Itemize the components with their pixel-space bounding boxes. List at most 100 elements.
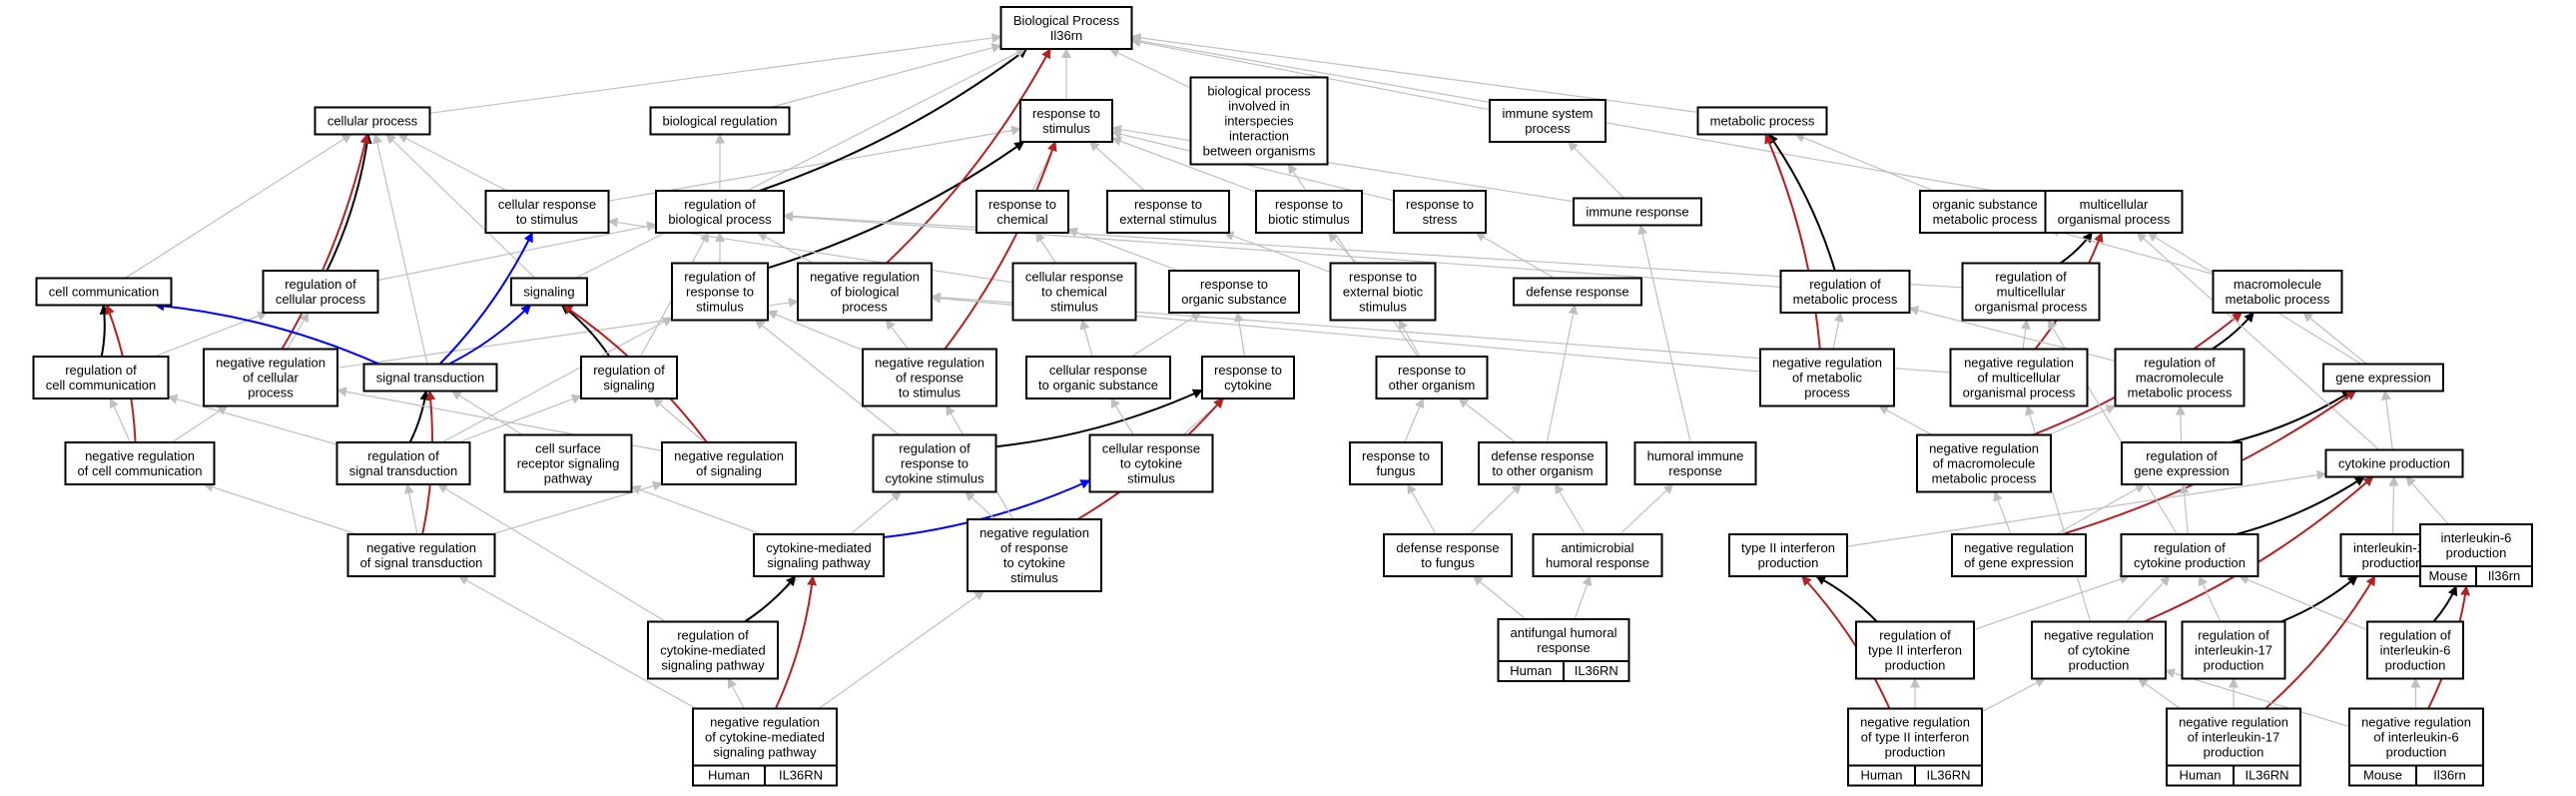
term-label-line: regulation of: [2154, 540, 2226, 555]
term-box: [797, 262, 933, 322]
annotation-gene-cell: [764, 764, 838, 787]
edge-is-a-cmsp-to-csrsp: [630, 484, 762, 535]
term-label-line: signal transduction: [349, 463, 457, 478]
term-box: [2212, 270, 2343, 314]
edge-negatively-regulates-nrrs-to-rts: [944, 141, 1057, 351]
term-node-st[interactable]: signal transduction: [362, 363, 498, 393]
edge-is-a-rtoo-to-bpio: [1287, 163, 1419, 358]
edge-regulates-rmmp-to-mmp: [2211, 312, 2254, 351]
term-node-dr[interactable]: defense response: [1513, 277, 1642, 307]
term-node-ge[interactable]: gene expression: [2322, 363, 2444, 393]
edge-regulates-rbp-to-root: [759, 48, 1028, 192]
term-label-line: interleukin-6: [2441, 530, 2512, 545]
term-node-sig[interactable]: signaling: [510, 277, 588, 307]
edge-is-a-crtos-to-rtos: [1130, 312, 1202, 358]
edge-regulates-rt2ip-to-t2ip: [1815, 575, 1878, 623]
edge-is-a-nrsig-to-rsig: [652, 398, 705, 443]
term-node-br[interactable]: biological regulation: [649, 106, 791, 136]
edge-negatively-regulates-nrbp-to-root: [886, 48, 1051, 265]
term-node-mp[interactable]: metabolic process: [1696, 106, 1828, 136]
edge-is-a-nrrs-to-nrbp: [885, 319, 909, 350]
term-node-cp[interactable]: cellular process: [314, 106, 431, 136]
term-label-line: cytokine production: [2134, 555, 2246, 570]
edge-is-a-rcytp-to-rmop: [2047, 319, 2178, 535]
edge-is-a-il6p-to-cytp: [2405, 475, 2449, 525]
term-node-cytp[interactable]: cytokine production: [2324, 448, 2464, 478]
term-label-line: regulation of: [684, 270, 756, 285]
term-label-line: organismal process: [2058, 212, 2171, 227]
term-label-line: response to: [1032, 106, 1100, 121]
term-label-line: signaling: [603, 378, 654, 393]
term-label-line: metabolic process: [1933, 212, 2038, 227]
term-node-rcmsp[interactable]: regulation ofcytokine-mediatedsignaling …: [647, 620, 779, 680]
term-node-ir[interactable]: immune response: [1573, 197, 1702, 227]
term-label-line: multicellular: [1997, 285, 2066, 300]
term-label-line: negative regulation: [2044, 628, 2154, 643]
term-label-line: type II interferon: [1741, 540, 1835, 555]
term-node-cc[interactable]: cell communication: [35, 277, 173, 307]
term-label-line: of multicellular: [1977, 371, 2061, 386]
term-label-line: negative regulation: [875, 356, 984, 371]
